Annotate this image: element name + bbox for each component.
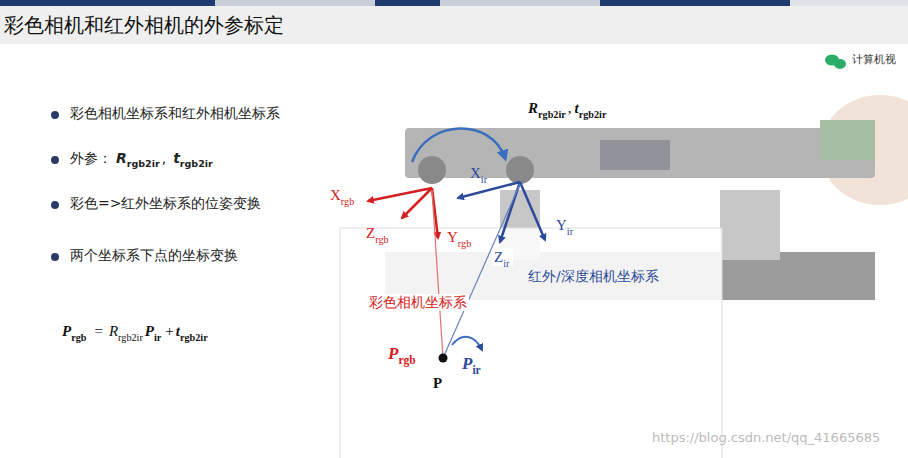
bullet-text: 外参：: [70, 150, 112, 167]
axis-label: rgb: [375, 234, 388, 246]
frame-label: 彩色相机坐标系: [369, 294, 467, 311]
transform-label-group: Rrgb2ir,trgb2ir: [528, 99, 608, 117]
bullet-dot: [51, 111, 59, 261]
bullet-text: 两个坐标系下点的坐标变换: [70, 247, 238, 264]
wechat-icon: [825, 55, 846, 70]
rgb-axes: [368, 188, 438, 238]
point-label: P: [433, 374, 442, 392]
formula-group: Prgb=Rrgb2irPir+trgb2ir: [62, 322, 210, 340]
formula: rgb2ir: [118, 332, 143, 344]
white-panel: [340, 228, 722, 458]
axis-label: X: [470, 164, 481, 182]
axis-label: Z: [494, 248, 503, 266]
small-arrow: [452, 337, 482, 350]
axis-label: rgb: [458, 238, 471, 250]
point-label: P: [388, 344, 398, 364]
formula: t: [176, 322, 180, 340]
point-label: P: [462, 354, 472, 374]
axis-label-group: Xrgb: [330, 186, 356, 204]
frame-label: 红外/深度相机坐标系: [528, 268, 659, 285]
axis-label: Y: [556, 216, 567, 234]
watermark-group: 计算机视: [852, 53, 896, 66]
axis-label: X: [330, 186, 341, 204]
formula: P: [145, 322, 154, 340]
formula: rgb: [71, 332, 86, 344]
bullet-text: rgb2ir: [127, 158, 160, 169]
bullet-text: ,: [162, 150, 166, 167]
axis-label: Z: [366, 224, 375, 242]
bullet-text-group: 彩色=>红外坐标系的位姿变换: [70, 195, 261, 212]
point-label-group: P: [433, 374, 442, 392]
point-label: rgb: [398, 354, 415, 368]
axis-label-group: Zrgb: [366, 224, 391, 242]
formula: =: [94, 322, 102, 340]
nav-bar: [0, 0, 908, 6]
bullet-text: 彩色=>红外坐标系的位姿变换: [70, 195, 261, 212]
axis-label: rgb: [341, 196, 354, 208]
formula: ir: [154, 332, 161, 344]
transform-label: rgb2ir: [579, 109, 607, 121]
bullet-text-group: 彩色相机坐标系和红外相机坐标系: [70, 105, 280, 122]
axis-label-group: Yir: [556, 216, 575, 234]
frame-label-group: 红外/深度相机坐标系: [528, 268, 659, 285]
formula: +: [165, 322, 173, 340]
formula: P: [62, 322, 71, 340]
bullet-text: R: [116, 150, 127, 167]
axis-label: ir: [567, 226, 573, 238]
title-band: [0, 6, 908, 44]
bullet-text: t: [173, 150, 180, 167]
bullet-text-group: 外参：Rrgb2ir,trgb2ir: [70, 150, 215, 167]
bullet-text-group: 两个坐标系下点的坐标变换: [70, 247, 238, 264]
axis-label-group: Xir: [470, 164, 489, 182]
transform-label: t: [575, 99, 579, 117]
watermark-group: https://blog.csdn.net/qq_41665685: [652, 430, 880, 446]
watermark: https://blog.csdn.net/qq_41665685: [652, 430, 880, 446]
formula: rgb2ir: [180, 332, 208, 344]
axis-label: ir: [481, 174, 487, 186]
axis-label: ir: [503, 258, 509, 270]
bullet-text: 彩色相机坐标系和红外相机坐标系: [70, 105, 280, 122]
watermark: 计算机视: [852, 53, 896, 66]
slide-title: 彩色相机和红外相机的外参标定: [4, 12, 284, 39]
rgb-ray: [432, 190, 443, 358]
frame-label-group: 彩色相机坐标系: [367, 294, 469, 311]
axis-label: Y: [447, 228, 458, 246]
ir-ray: [443, 184, 520, 358]
axis-label-group: Zir: [492, 248, 513, 266]
formula: R: [109, 322, 118, 340]
transform-label: ,: [568, 99, 572, 117]
axis-label-group: Yrgb: [447, 228, 473, 246]
point-label-group: Prgb: [388, 344, 418, 364]
point-label: ir: [472, 364, 480, 378]
transform-arrow: [412, 128, 505, 162]
transform-label: rgb2ir: [538, 109, 566, 121]
ir-axes: [458, 182, 545, 242]
transform-label: R: [528, 99, 538, 117]
bullet-text: rgb2ir: [180, 158, 213, 169]
point-dot: [439, 354, 448, 363]
point-label-group: Pir: [462, 354, 483, 374]
